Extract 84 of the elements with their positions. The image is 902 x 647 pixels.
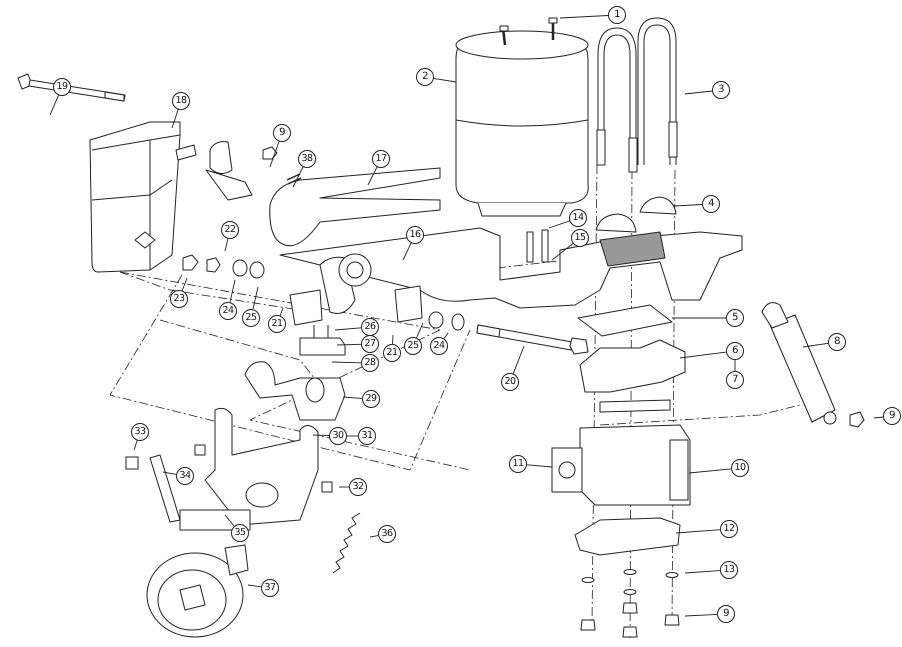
callout-number: 6 xyxy=(726,342,744,360)
leader-line xyxy=(292,166,304,188)
leader-line xyxy=(280,308,284,316)
leader-line xyxy=(548,220,570,228)
callout-number: 29 xyxy=(362,390,380,408)
leader-line xyxy=(552,243,574,260)
callout-number: 9 xyxy=(883,407,901,425)
callout-number: 32 xyxy=(349,478,367,496)
connector-line xyxy=(734,360,736,372)
leader-line xyxy=(392,334,394,344)
leader-line xyxy=(402,242,412,260)
callout-number: 1 xyxy=(608,6,626,24)
callout-number: 38 xyxy=(298,150,316,168)
leader-line xyxy=(134,440,138,450)
callout-number: 35 xyxy=(231,524,249,542)
callout-number: 25 xyxy=(404,337,422,355)
leader-line xyxy=(270,141,280,168)
callout-number: 31 xyxy=(358,427,376,445)
callout-number: 20 xyxy=(501,373,519,391)
leader-line xyxy=(50,94,59,116)
leader-line xyxy=(684,90,713,94)
leader-line xyxy=(338,486,350,488)
callout-number: 8 xyxy=(828,333,846,351)
callout-number: 4 xyxy=(702,195,720,213)
callout-number: 15 xyxy=(571,229,589,247)
leader-line xyxy=(560,15,608,18)
leader-line xyxy=(230,280,236,303)
callout-number: 24 xyxy=(430,337,448,355)
leader-line xyxy=(162,472,177,475)
callout-number: 36 xyxy=(378,525,396,543)
callout-number: 25 xyxy=(242,309,260,327)
callout-number: 7 xyxy=(726,371,744,389)
leader-line xyxy=(182,278,188,292)
callout-number: 21 xyxy=(268,315,286,333)
callout-number: 37 xyxy=(261,579,279,597)
leader-line xyxy=(312,434,330,436)
leader-line xyxy=(874,416,884,418)
callout-number: 30 xyxy=(329,427,347,445)
callout-number: 3 xyxy=(712,81,730,99)
leader-line xyxy=(802,342,829,348)
leader-line xyxy=(248,584,262,588)
leader-line xyxy=(433,78,456,82)
callout-number: 16 xyxy=(406,226,424,244)
callout-number: 27 xyxy=(361,335,379,353)
leader-line xyxy=(224,514,235,527)
callout-number: 13 xyxy=(720,561,738,579)
leader-line xyxy=(368,166,378,186)
callout-number: 26 xyxy=(361,318,379,336)
leader-line xyxy=(684,570,720,574)
leader-line xyxy=(224,238,228,252)
leader-line xyxy=(332,362,362,364)
callout-number: 19 xyxy=(53,78,71,96)
leader-line xyxy=(444,332,448,340)
leader-line xyxy=(676,529,720,534)
callout-number: 9 xyxy=(717,605,735,623)
callout-number: 18 xyxy=(172,92,190,110)
callout-number: 10 xyxy=(731,459,749,477)
leader-line xyxy=(336,344,362,346)
leader-line xyxy=(416,322,424,338)
leader-line xyxy=(684,614,718,616)
callout-number: 9 xyxy=(273,124,291,142)
callout-number: 14 xyxy=(569,209,587,227)
callout-number: 22 xyxy=(221,221,239,239)
leader-line xyxy=(688,468,732,474)
callout-number: 33 xyxy=(131,423,149,441)
callout-number: 17 xyxy=(372,150,390,168)
callout-number: 34 xyxy=(176,467,194,485)
leader-line xyxy=(512,346,524,374)
leader-line xyxy=(526,464,552,468)
leader-line xyxy=(370,535,379,538)
callout-number: 11 xyxy=(509,455,527,473)
leader-line xyxy=(342,396,362,399)
callout-number: 24 xyxy=(219,302,237,320)
callout-number: 28 xyxy=(361,354,379,372)
leader-line xyxy=(172,109,179,128)
callout-number: 5 xyxy=(726,309,744,327)
callout-number: 2 xyxy=(416,68,434,86)
callout-number: 12 xyxy=(720,520,738,538)
callout-number: 21 xyxy=(383,344,401,362)
leader-line xyxy=(252,286,258,310)
leader-line xyxy=(680,352,727,358)
leader-line xyxy=(334,327,362,330)
leader-line xyxy=(674,204,702,206)
callout-number: 23 xyxy=(170,290,188,308)
